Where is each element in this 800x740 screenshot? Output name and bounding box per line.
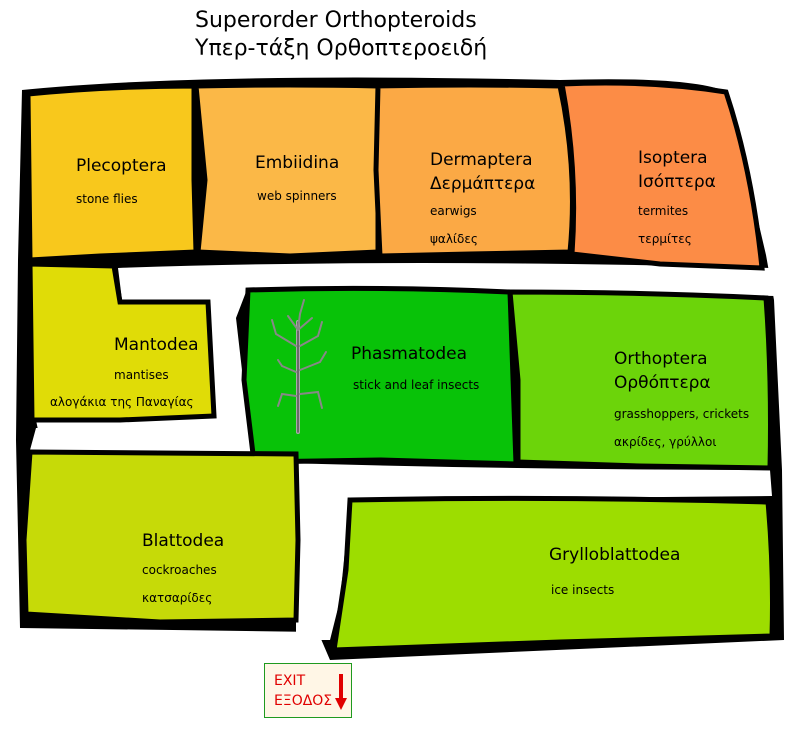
region-name: Embiidina: [255, 153, 340, 173]
region-description-greek: ακρίδες, γρύλλοι: [614, 435, 717, 449]
region-name-greek: Δερμάπτερα: [430, 174, 536, 194]
region-name: Isoptera: [638, 148, 708, 168]
page-title-greek: Υπερ-τάξη Ορθοπτεροειδή: [195, 36, 488, 61]
region-description-greek: ψαλίδες: [430, 232, 478, 246]
region-name: Mantodea: [114, 335, 199, 355]
region-description: earwigs: [430, 204, 477, 218]
region-description: termites: [638, 204, 689, 218]
region-description: mantises: [114, 368, 169, 382]
region-mantodea[interactable]: [27, 261, 217, 423]
corridor-top: [36, 263, 776, 440]
region-name: Orthoptera: [614, 349, 708, 369]
region-orthoptera[interactable]: [507, 289, 773, 471]
region-name: Grylloblattodea: [549, 545, 681, 565]
label-orthoptera: Orthoptera Ορθόπτερα grasshoppers, crick…: [614, 347, 749, 449]
region-name-greek: Ισόπτερα: [638, 172, 716, 192]
region-description: web spinners: [257, 189, 337, 203]
label-mantodea: Mantodea: [114, 333, 199, 357]
page-title: Superorder Orthopteroids: [195, 8, 477, 33]
region-plecoptera[interactable]: [25, 83, 199, 263]
label-dermaptera: Dermaptera Δερμάπτερα earwigs ψαλίδες: [430, 148, 535, 246]
region-embiidina[interactable]: [193, 82, 381, 259]
corridor-bottom: [30, 428, 772, 640]
region-name: Plecoptera: [76, 156, 167, 176]
region-name: Dermaptera: [430, 150, 533, 170]
label-plecoptera: Plecoptera stone flies: [76, 154, 167, 206]
region-name-greek: Ορθόπτερα: [614, 373, 711, 393]
exit-label: EXIT: [274, 673, 306, 689]
region-description: grasshoppers, crickets: [614, 407, 750, 421]
region-description-greek: αλογάκια της Παναγίας: [50, 395, 194, 409]
region-blattodea[interactable]: [21, 449, 301, 625]
label-mantodea-desc: mantises: [114, 368, 169, 382]
exit-label-greek: ΕΞΟΔΟΣ: [274, 693, 333, 709]
region-name: Blattodea: [142, 531, 225, 551]
label-phasmatodea: Phasmatodea stick and leaf insects: [351, 342, 479, 392]
label-isoptera: Isoptera Ισόπτερα termites τερμίτες: [638, 146, 716, 246]
exit-button[interactable]: EXIT ΕΞΟΔΟΣ: [264, 663, 352, 718]
label-embiidina: Embiidina web spinners: [255, 151, 339, 203]
label-blattodea: Blattodea cockroaches κατσαρίδες: [142, 529, 224, 605]
region-description: stone flies: [76, 192, 138, 206]
region-description-greek: κατσαρίδες: [142, 591, 213, 605]
region-grylloblattodea[interactable]: [331, 495, 775, 653]
region-description: stick and leaf insects: [353, 378, 480, 392]
region-isoptera[interactable]: [559, 80, 765, 271]
region-description: ice insects: [551, 583, 615, 597]
region-description-greek: τερμίτες: [638, 232, 692, 246]
down-arrow-icon: [335, 674, 347, 710]
region-name: Phasmatodea: [351, 344, 468, 364]
region-description: cockroaches: [142, 563, 217, 577]
label-grylloblattodea: Grylloblattodea ice insects: [549, 543, 680, 597]
label-mantodea-desc-greek: αλογάκια της Παναγίας: [50, 395, 194, 409]
stick-insect-icon: [271, 299, 327, 434]
